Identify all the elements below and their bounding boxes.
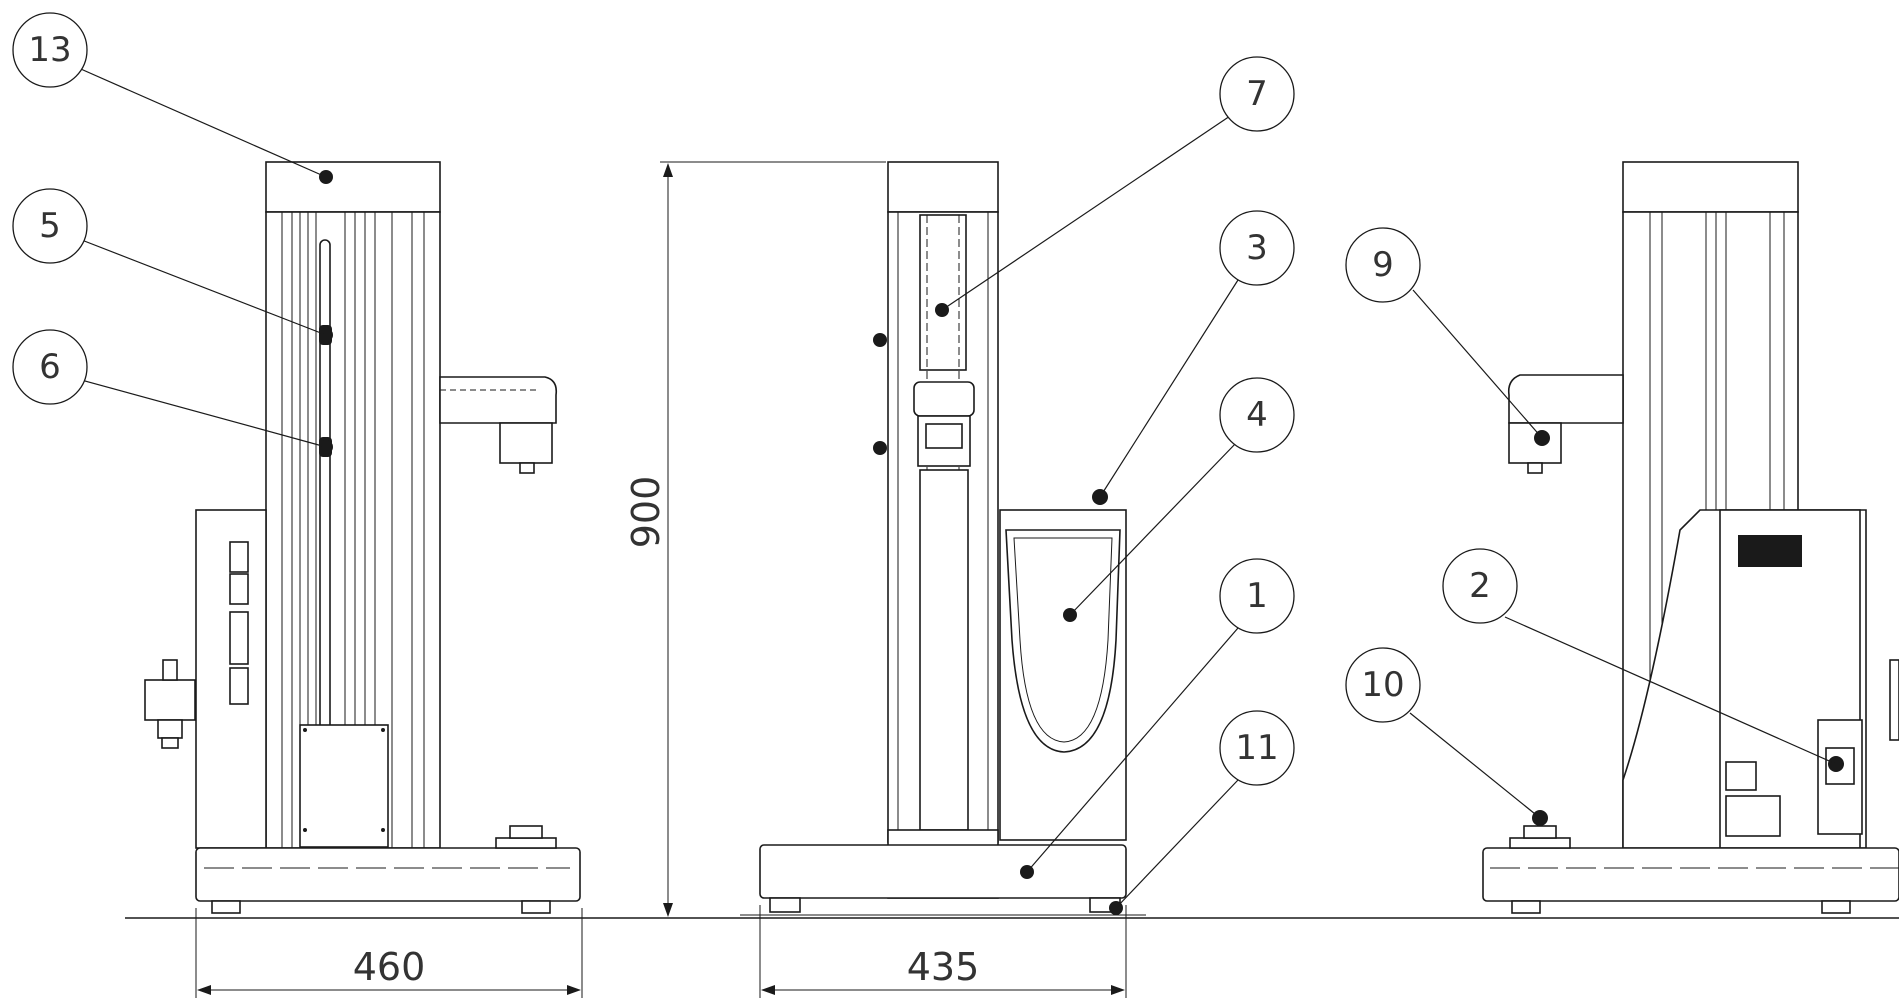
callout-9: 9: [1345, 227, 1421, 303]
callout-5: 5: [12, 188, 88, 264]
svg-text:10: 10: [1361, 665, 1404, 705]
svg-text:7: 7: [1246, 74, 1268, 114]
svg-text:9: 9: [1372, 245, 1394, 285]
dimension-width-middle: 435: [759, 905, 1127, 998]
svg-text:4: 4: [1246, 395, 1268, 435]
svg-text:1: 1: [1246, 576, 1268, 616]
rear-view-right: [1482, 161, 1899, 914]
svg-text:460: 460: [353, 945, 426, 989]
callout-13: 13: [12, 12, 88, 88]
callout-1: 1: [1219, 558, 1295, 634]
front-view-middle: [740, 161, 1146, 916]
svg-text:3: 3: [1246, 228, 1268, 268]
callout-11: 11: [1219, 710, 1295, 786]
side-view-left: [144, 161, 581, 914]
svg-text:900: 900: [624, 476, 668, 549]
callout-6: 6: [12, 329, 88, 405]
callout-10: 10: [1345, 647, 1421, 723]
svg-text:5: 5: [39, 206, 61, 246]
svg-text:13: 13: [28, 30, 71, 70]
callout-3: 3: [1219, 210, 1295, 286]
dimension-height: 900: [624, 161, 886, 917]
callout-2: 2: [1442, 548, 1518, 624]
leader-lines: [73, 65, 1837, 909]
svg-text:2: 2: [1469, 566, 1491, 606]
svg-text:435: 435: [907, 945, 980, 989]
dimension-width-left: 460: [195, 908, 583, 998]
callout-7: 7: [1219, 56, 1295, 132]
callout-4: 4: [1219, 377, 1295, 453]
svg-text:6: 6: [39, 347, 61, 387]
svg-text:11: 11: [1235, 728, 1278, 768]
